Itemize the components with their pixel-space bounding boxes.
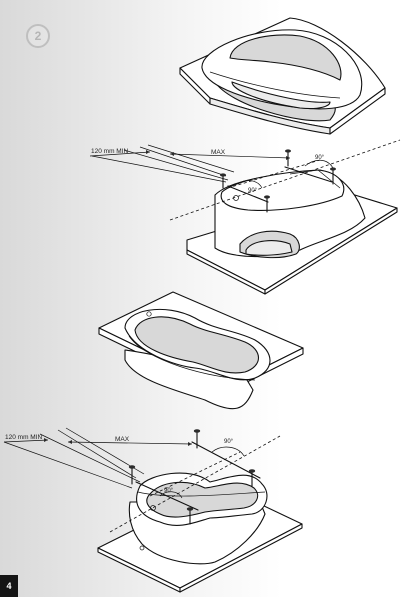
bolt-icon: [220, 173, 226, 189]
bolt-icon: [193, 429, 201, 449]
min-distance-label: 120 mm MIN: [91, 148, 129, 155]
bolt-icon: [248, 469, 256, 487]
bolt-icon: [330, 167, 336, 185]
max-label: MAX: [211, 149, 226, 156]
corner-bath-illustration: [179, 17, 386, 135]
max-label: MAX: [115, 436, 130, 443]
page-number: 4: [0, 575, 18, 597]
min-distance-label: 120 mm MIN: [5, 434, 43, 441]
bolt-icon: [128, 465, 136, 485]
corner-bath-installation-illustration: 120 mm MIN MAX 90° 90°: [89, 139, 401, 295]
step-number-badge: 2: [26, 24, 50, 48]
bolt-icon: [186, 507, 194, 525]
angle-label: 90°: [224, 439, 234, 445]
rectangular-bath-illustration: [98, 291, 304, 410]
angle-label: 90°: [315, 155, 325, 161]
rectangular-bath-installation-illustration: 120 mm MIN MAX 90° 90°: [3, 427, 303, 593]
bolt-icon: [285, 149, 291, 167]
angle-label: 90°: [164, 488, 174, 494]
angle-label: 90°: [248, 188, 258, 194]
bolt-icon: [264, 195, 270, 213]
